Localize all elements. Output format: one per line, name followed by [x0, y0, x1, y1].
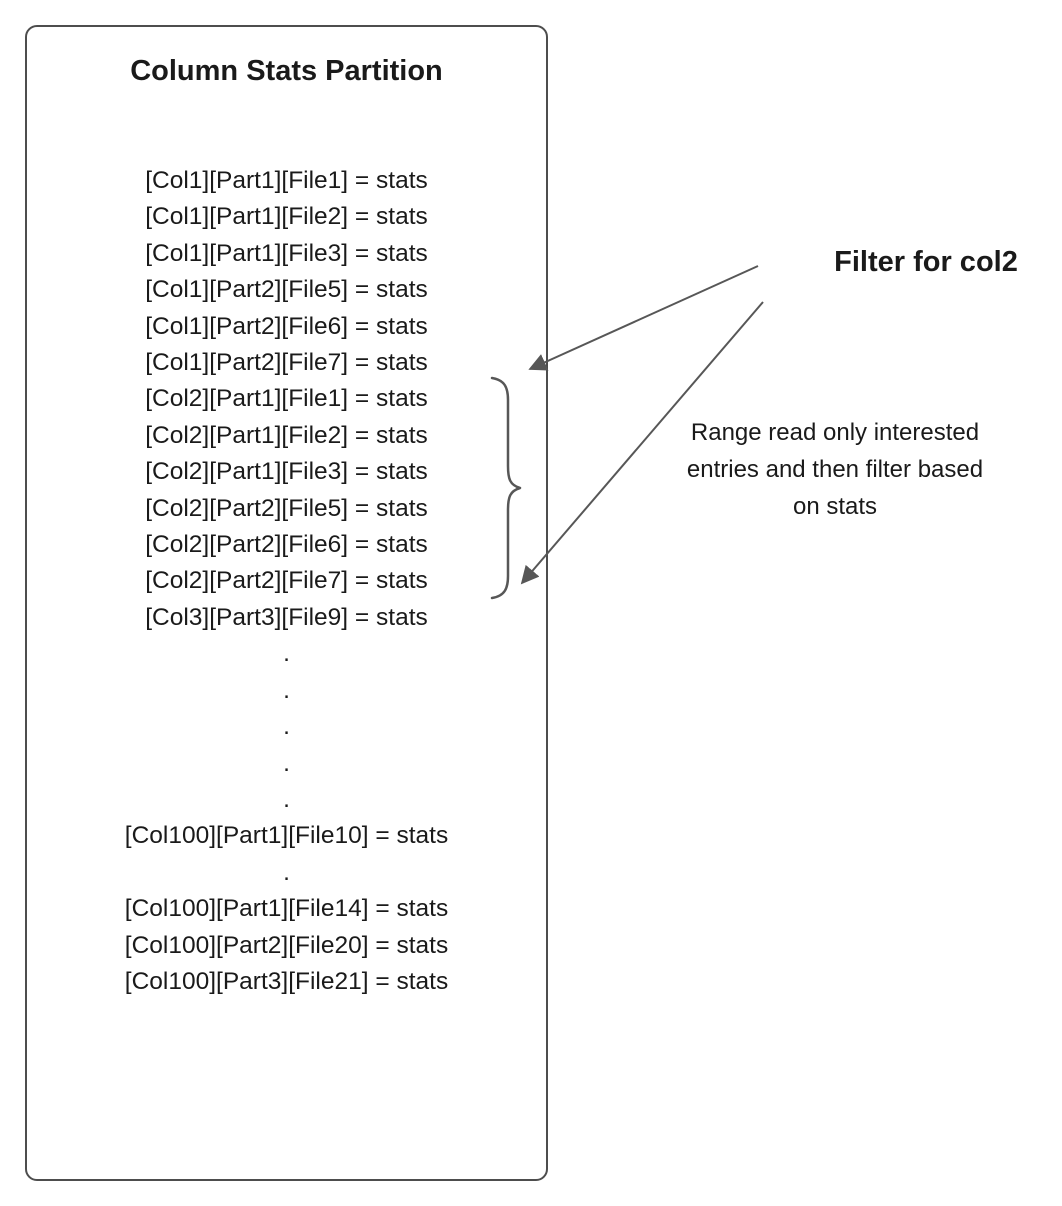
stats-entry: [Col2][Part1][File3] = stats	[145, 458, 428, 486]
stats-entry-list: [Col1][Part1][File1] = stats [Col1][Part1…	[25, 163, 548, 1000]
filter-arrow-top	[528, 265, 759, 371]
stats-entry: [Col100][Part3][File21] = stats	[124, 967, 449, 995]
column-stats-partition-box	[25, 25, 548, 1181]
stats-entry: [Col2][Part1][File2] = stats	[145, 421, 428, 449]
partition-box-title: Column Stats Partition	[130, 55, 443, 87]
stats-entry: .	[283, 676, 290, 704]
stats-entry: [Col2][Part2][File6] = stats	[145, 531, 428, 559]
stats-entry: .	[283, 858, 290, 886]
stats-entry: [Col3][Part3][File9] = stats	[145, 603, 428, 631]
stats-entry: .	[283, 713, 290, 741]
stats-entry: [Col1][Part2][File6] = stats	[145, 312, 428, 340]
stats-entry: [Col1][Part1][File3] = stats	[145, 239, 428, 267]
stats-entry: [Col100][Part1][File14] = stats	[124, 895, 449, 923]
stats-entry: [Col1][Part2][File5] = stats	[145, 276, 428, 304]
range-read-note: Range read only interested entries and t…	[686, 419, 984, 520]
stats-entry: .	[283, 640, 290, 668]
stats-entry: [Col1][Part1][File2] = stats	[145, 203, 428, 231]
stats-entry: [Col2][Part1][File1] = stats	[145, 385, 428, 413]
stats-entry: [Col2][Part2][File5] = stats	[145, 494, 428, 522]
stats-entry: [Col100][Part2][File20] = stats	[124, 931, 449, 959]
stats-entry: [Col2][Part2][File7] = stats	[145, 567, 428, 595]
stats-entry: .	[283, 785, 290, 813]
stats-entry: [Col1][Part2][File7] = stats	[145, 349, 428, 377]
stats-entry: [Col100][Part1][File10] = stats	[124, 822, 449, 850]
stats-entry: [Col1][Part1][File1] = stats	[145, 167, 428, 194]
filter-for-col2-label: Filter for col2	[834, 246, 1018, 278]
stats-entry: .	[283, 749, 290, 777]
